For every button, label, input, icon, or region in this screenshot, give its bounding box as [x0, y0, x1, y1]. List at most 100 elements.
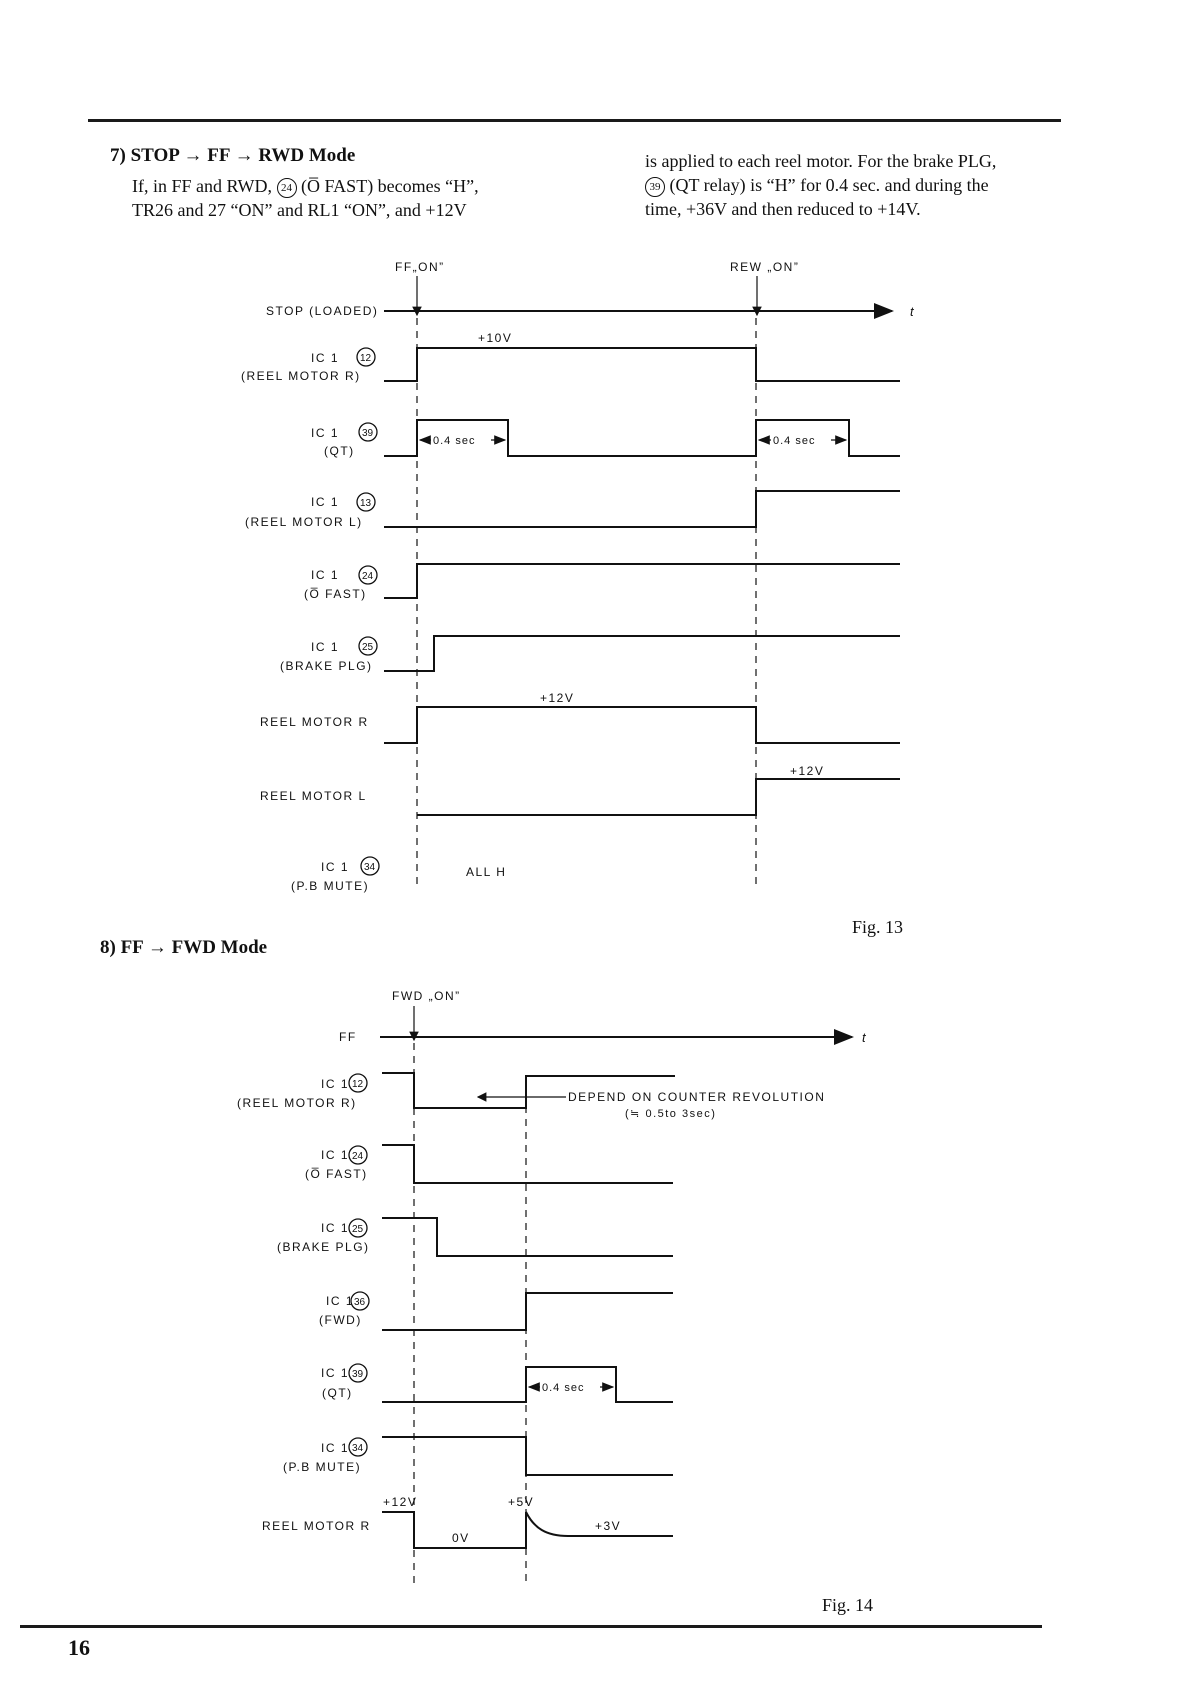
marker-fwd-on: FWD „ON”	[392, 989, 461, 1003]
row-ic1-13-sublabel: (REEL MOTOR L)	[245, 515, 363, 529]
pin-12-circle	[356, 347, 376, 367]
pin2-24-number: 24	[352, 1151, 364, 1162]
annot-qt-pulse2: 0.4 sec	[773, 435, 815, 447]
row-ic1-34-label: IC 1	[321, 860, 349, 874]
top-rule	[88, 119, 1061, 122]
row2-ic1-36-label: IC 1	[326, 1294, 354, 1308]
row-ic1-39-sublabel: (QT)	[324, 444, 355, 458]
pin2-12-circle	[348, 1073, 368, 1093]
annot-0v: 0V	[452, 1531, 470, 1545]
row2-ic1-12-sublabel: (REEL MOTOR R)	[237, 1096, 357, 1110]
row-ic1-24-sublabel: (O̅ FAST)	[304, 587, 367, 601]
row2-ic1-24-sublabel: (O̅ FAST)	[305, 1167, 368, 1181]
pin2-25-circle	[348, 1218, 368, 1238]
text-right-line1: is applied to each reel motor. For the b…	[645, 151, 997, 171]
row-ic1-24-label: IC 1	[311, 568, 339, 582]
annot-3v: +3V	[595, 1519, 621, 1533]
pin2-39-circle	[348, 1363, 368, 1383]
annot-5v: +5V	[508, 1495, 534, 1509]
row-ic1-13-label: IC 1	[311, 495, 339, 509]
marker-ff-on: FF„ON”	[395, 260, 445, 274]
pin2-36-circle	[350, 1291, 370, 1311]
text-left-line2: TR26 and 27 “ON” and RL1 “ON”, and +12V	[132, 200, 467, 220]
pin-34-number: 34	[364, 862, 376, 873]
row-ic1-12-sublabel: (REEL MOTOR R)	[241, 369, 361, 383]
text-left-line1b: (O̅ FAST) becomes “H”,	[301, 176, 479, 196]
row-stop-loaded-label: STOP (LOADED)	[266, 304, 378, 318]
annot-12v-c: +12V	[383, 1495, 417, 1509]
page-number: 16	[68, 1635, 90, 1660]
wave-ic1-25-brake-plg	[384, 635, 900, 672]
pin2-34-number: 34	[352, 1443, 364, 1454]
annot-all-h: ALL H	[466, 865, 506, 879]
wave2-ic1-34-pb-mute	[382, 1436, 673, 1476]
pin-34-circle	[360, 856, 380, 876]
pin2-25-number: 25	[352, 1224, 364, 1235]
row2-reel-motor-r-label: REEL MOTOR R	[262, 1519, 371, 1533]
row2-ic1-39-label: IC 1	[321, 1366, 349, 1380]
row2-ic1-36-sublabel: (FWD)	[319, 1313, 362, 1327]
fig-14-caption: Fig. 14	[822, 1595, 874, 1615]
bottom-rule	[20, 1625, 1042, 1628]
annot-12v-b: +12V	[790, 764, 824, 778]
row-ic1-39-label: IC 1	[311, 426, 339, 440]
qt-pulse1-label-bg	[431, 432, 491, 447]
wave2-ic1-36-fwd	[382, 1292, 673, 1331]
fig-13: FF„ON” REW „ON” STOP (LOADED) t IC 1 12 …	[241, 260, 915, 893]
pin2-39-number: 39	[352, 1369, 364, 1380]
marker-rew-on: REW „ON”	[730, 260, 799, 274]
row2-ic1-34-label: IC 1	[321, 1441, 349, 1455]
pin2-34-circle	[348, 1437, 368, 1457]
row2-ic1-25-label: IC 1	[321, 1221, 349, 1235]
row2-ic1-12-label: IC 1	[321, 1077, 349, 1091]
qt-pulse2-label-bg	[771, 432, 831, 447]
pin2-24-circle	[348, 1145, 368, 1165]
row-reel-motor-r-label: REEL MOTOR R	[260, 715, 369, 729]
row-ic1-12-label: IC 1	[311, 351, 339, 365]
wave2-ic1-24-o-fast	[382, 1144, 673, 1184]
row2-ic1-34-sublabel: (P.B MUTE)	[283, 1460, 361, 1474]
wave-ic1-12-reel-motor-r	[384, 347, 900, 382]
row-ff-label: FF	[339, 1030, 357, 1044]
wave2-ic1-25-brake-plg	[382, 1217, 673, 1257]
pin-25-number: 25	[362, 642, 374, 653]
section-7-text-right: is applied to each reel motor. For the b…	[645, 149, 1059, 221]
wave-reel-motor-l	[417, 778, 900, 816]
annot-depend-2: (≒ 0.5to 3sec)	[625, 1108, 716, 1120]
row-ic1-34-sublabel: (P.B MUTE)	[291, 879, 369, 893]
text-right-line2: (QT relay) is “H” for 0.4 sec. and durin…	[669, 175, 989, 195]
wave-ic1-13-reel-motor-l	[384, 490, 900, 528]
annot-qt-pulse1: 0.4 sec	[433, 435, 475, 447]
wave2-ic1-39-qt	[382, 1366, 673, 1403]
time-axis-label: t	[910, 304, 915, 319]
pin2-12-number: 12	[352, 1079, 364, 1090]
wave-ic1-39-qt	[384, 419, 900, 457]
section-7-heading: 7) STOP → FF → RWD Mode	[110, 145, 356, 166]
annot-depend-1: DEPEND ON COUNTER REVOLUTION	[568, 1090, 825, 1104]
pin-39-number: 39	[362, 428, 374, 439]
pin-12-number: 12	[360, 353, 372, 364]
text-right-line3: time, +36V and then reduced to +14V.	[645, 199, 921, 219]
wave2-reel-motor-r	[382, 1511, 673, 1549]
annot-qt-pulse3: 0.4 sec	[542, 1382, 584, 1394]
row2-ic1-24-label: IC 1	[321, 1148, 349, 1162]
row2-ic1-25-sublabel: (BRAKE PLG)	[277, 1240, 370, 1254]
pin2-36-number: 36	[354, 1297, 366, 1308]
section-7-text-left: If, in FF and RWD, 24 (O̅ FAST) becomes …	[132, 174, 544, 222]
text-left-line1: If, in FF and RWD,	[132, 176, 273, 196]
fig-14: FWD „ON” FF t IC 1 12 (REEL MOTOR R) DEP…	[237, 989, 867, 1585]
pin-39-circle	[358, 422, 378, 442]
pin-25-circle	[358, 636, 378, 656]
pin-13-circle	[356, 492, 376, 512]
row-reel-motor-l-label: REEL MOTOR L	[260, 789, 367, 803]
wave-reel-motor-r	[384, 706, 900, 744]
pin-24-number: 24	[362, 571, 374, 582]
wave-ic1-24-o-fast	[384, 563, 900, 599]
row-ic1-25-sublabel: (BRAKE PLG)	[280, 659, 373, 673]
annot-10v: +10V	[478, 331, 512, 345]
time-axis-label-2: t	[862, 1030, 867, 1045]
pin-13-number: 13	[360, 498, 372, 509]
qt-pulse3-label-bg	[540, 1379, 600, 1394]
fig-13-caption: Fig. 13	[852, 917, 904, 937]
